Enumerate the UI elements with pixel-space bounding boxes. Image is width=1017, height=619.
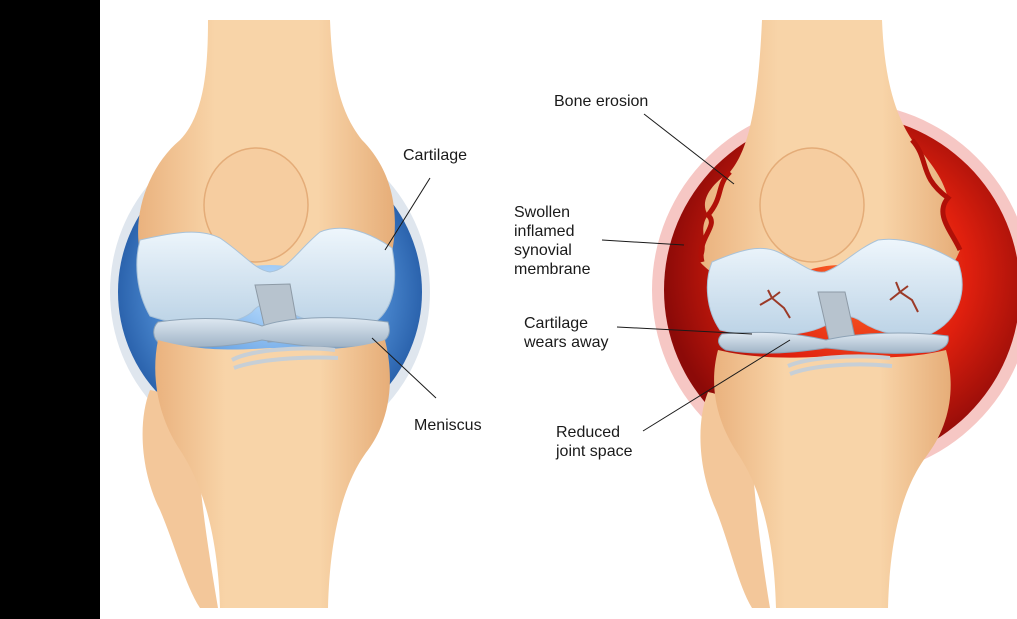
- healthy-tendon: [231, 346, 339, 370]
- healthy-patella: [203, 147, 309, 263]
- leader-line-cartilage: [384, 177, 431, 251]
- arthritic-fibula: [700, 392, 770, 608]
- arthritic-knee: [652, 20, 1017, 608]
- black-side-bar: [0, 0, 100, 619]
- arthritic-patella: [759, 147, 865, 263]
- healthy-knee: [110, 20, 430, 608]
- leader-line-synovial: [601, 239, 685, 246]
- label-meniscus: Meniscus: [414, 417, 482, 434]
- arthritic-cartilage-crack-left: [759, 289, 791, 319]
- arthritic-tibia: [714, 350, 951, 608]
- label-reduced-joint-space: Reduced joint space: [556, 424, 633, 460]
- arthritic-erosion-edge-left: [698, 170, 732, 263]
- label-cartilage-wears-away: Cartilage wears away: [524, 315, 609, 351]
- arthritic-cartilage-crack-right: [889, 281, 919, 313]
- arthritic-erosion-edge-right: [910, 138, 963, 252]
- label-bone-erosion: Bone erosion: [554, 93, 649, 110]
- leader-line-joint-space: [642, 339, 791, 432]
- arthritic-tendon: [787, 354, 893, 376]
- leader-line-cartilage-wear: [616, 326, 753, 335]
- leader-line-bone-erosion: [643, 113, 735, 185]
- healthy-tibia: [155, 340, 390, 608]
- leader-line-meniscus: [371, 337, 437, 399]
- healthy-fibula: [142, 390, 218, 608]
- label-cartilage: Cartilage: [403, 147, 468, 164]
- label-synovial-membrane: Swollen inflamed synovial membrane: [514, 204, 591, 278]
